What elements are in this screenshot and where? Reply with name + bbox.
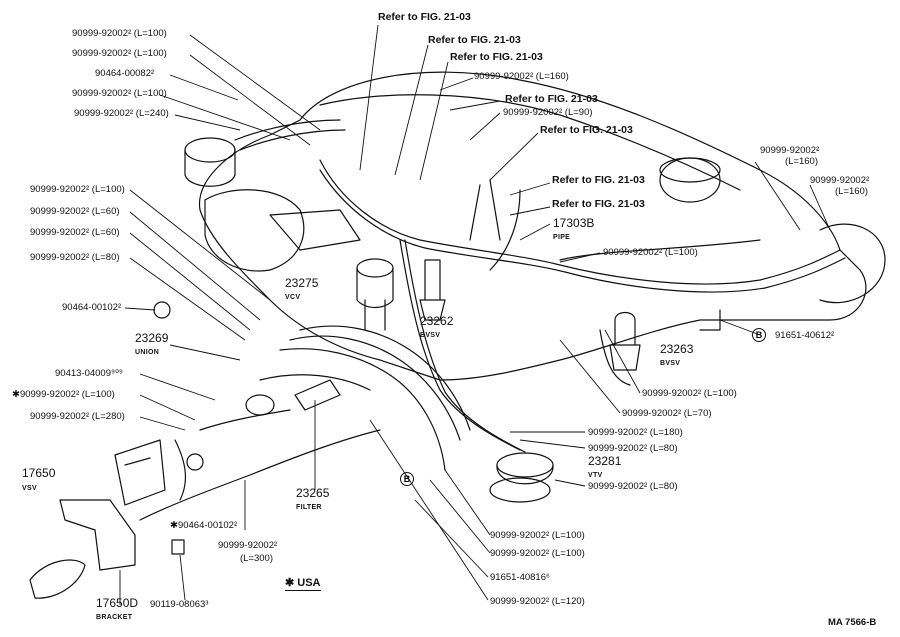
drawing-code: MA 7566-B xyxy=(828,617,877,628)
right-hose-160b-len: (L=160) xyxy=(835,186,869,197)
vtv-number: 23281 xyxy=(588,454,622,468)
bolt-label-3: 90119-08063³ xyxy=(150,599,209,610)
hose-label-r180: 90999-92002² (L=180) xyxy=(588,427,683,438)
hose-label-b100b: 90999-92002² (L=100) xyxy=(490,548,585,559)
hose-label-usa-100: ✱90999-92002² (L=100) xyxy=(12,389,115,400)
engine-top-ridge xyxy=(319,94,741,191)
right-canister xyxy=(659,157,721,203)
callout-b-right: B xyxy=(752,328,766,342)
refer-label-1: Refer to FIG. 21-03 xyxy=(378,11,471,23)
engine-outline xyxy=(199,71,867,381)
bracket-17650d xyxy=(59,499,136,571)
vcv-name: VCV xyxy=(285,294,301,301)
bvsv-23263-name: BVSV xyxy=(660,360,681,367)
bracket-name: BRACKET xyxy=(96,614,133,621)
vsv-17650 xyxy=(114,439,166,506)
hose-label-left-100: 90999-92002² (L=100) xyxy=(30,184,125,195)
right-hose-160a-len: (L=160) xyxy=(785,156,819,167)
refer-label-7: Refer to FIG. 21-03 xyxy=(552,198,645,210)
clip-label-bottom: ✱90464-00102² xyxy=(170,520,238,531)
hose-label-300b: (L=300) xyxy=(240,553,274,564)
pipe-name: PIPE xyxy=(553,234,571,241)
bvsv-23263-number: 23263 xyxy=(660,342,694,356)
vsv-number: 17650 xyxy=(22,466,56,480)
sensor xyxy=(29,559,86,599)
pipe-number: 17303B xyxy=(553,216,595,230)
hose-label-r100: 90999-92002² (L=100) xyxy=(642,388,737,399)
bracket-number: 17650D xyxy=(96,596,139,610)
vtv-name: VTV xyxy=(588,472,603,479)
refer-label-4: Refer to FIG. 21-03 xyxy=(505,93,598,105)
filter-name: FILTER xyxy=(296,504,322,511)
hose-label-9: 90413-04009⁹⁰⁹ xyxy=(55,368,123,379)
hose-label-top-2: 90999-92002² (L=100) xyxy=(72,48,167,59)
refer-label-2: Refer to FIG. 21-03 xyxy=(428,34,521,46)
union-name: UNION xyxy=(135,349,160,356)
clip-ring-bottom xyxy=(186,453,204,471)
vsv-name: VSV xyxy=(22,485,37,492)
hose-label-300a: 90999-92002² xyxy=(218,540,278,551)
right-dome xyxy=(819,223,886,304)
hose-label-r70: 90999-92002² (L=70) xyxy=(622,408,712,419)
union-number: 23269 xyxy=(135,331,169,345)
hose-label-b100a: 90999-92002² (L=100) xyxy=(490,530,585,541)
vcv-valve xyxy=(356,258,394,278)
hose-label-280: 90999-92002² (L=280) xyxy=(30,411,125,422)
bolt-label-6: 91651-40816⁶ xyxy=(490,572,550,583)
bvsv-23262 xyxy=(419,259,446,321)
hose-label-top-4: 90999-92002² (L=240) xyxy=(74,108,169,119)
hose-label-top-1: 90999-92002² (L=100) xyxy=(72,28,167,39)
bolt-label-b: 91651-40612² xyxy=(775,330,835,341)
refer-label-6: Refer to FIG. 21-03 xyxy=(552,174,645,186)
hose-label-left-60b: 90999-92002² (L=60) xyxy=(30,227,120,238)
clip-label-left: 90464-00102² xyxy=(62,302,122,313)
hose-label-b120: 90999-92002² (L=120) xyxy=(490,596,585,607)
hose-label-top-3: 90999-92002² (L=100) xyxy=(72,88,167,99)
hose-label-r80b: 90999-92002² (L=80) xyxy=(588,481,678,492)
filter xyxy=(294,379,341,411)
hose-label-l160: 90999-92002² (L=160) xyxy=(474,71,569,82)
bvsv-23262-name: BVSV xyxy=(420,332,441,339)
vtv-valve xyxy=(496,452,554,478)
filter-number: 23265 xyxy=(296,486,330,500)
refer-label-3: Refer to FIG. 21-03 xyxy=(450,51,543,63)
hose-label-left-60a: 90999-92002² (L=60) xyxy=(30,206,120,217)
clip-label-top: 90464-00082² xyxy=(95,68,155,79)
right-hose-160a: 90999-92002² xyxy=(760,145,820,156)
left-canister xyxy=(184,137,236,163)
callout-b-left: B xyxy=(400,472,414,486)
hose-label-r80a: 90999-92002² (L=80) xyxy=(588,443,678,454)
refer-label-5: Refer to FIG. 21-03 xyxy=(540,124,633,136)
bvsv-23262-number: 23262 xyxy=(420,314,454,328)
right-hose-100: 90999-92002² (L=100) xyxy=(603,247,698,258)
vcv-number: 23275 xyxy=(285,276,319,290)
right-hose-160b: 90999-92002² xyxy=(810,175,870,186)
usa-note: ✱ USA xyxy=(285,577,321,591)
bvsv-23263 xyxy=(609,311,641,371)
hose-label-l90: 90999-92002² (L=90) xyxy=(503,107,593,118)
hose-label-left-80: 90999-92002² (L=80) xyxy=(30,252,120,263)
left-body xyxy=(204,189,305,272)
clip-ring-left xyxy=(153,301,171,319)
